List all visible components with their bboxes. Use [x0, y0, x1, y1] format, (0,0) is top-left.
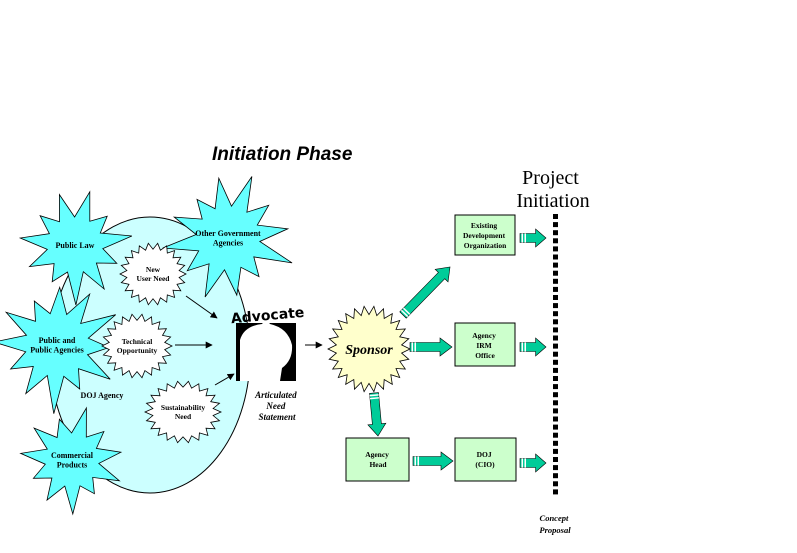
milestone-dot — [553, 295, 558, 300]
box-existing-development — [454, 214, 516, 256]
concept-proposal-caption: Concept Proposal — [539, 513, 571, 535]
milestone-dot — [553, 376, 558, 381]
milestone-dot — [553, 262, 558, 268]
doj-agency-label: DOJ Agency — [81, 391, 124, 400]
milestone-dot — [553, 457, 558, 462]
milestone-dot — [553, 489, 558, 495]
milestone-dot — [553, 465, 558, 471]
box-agency-head-label: Agency Head — [365, 450, 391, 469]
milestone-dot — [553, 319, 558, 325]
milestone-dot — [553, 254, 558, 260]
project-initiation-title: Project Initiation — [516, 167, 589, 212]
milestone-dot — [553, 432, 558, 438]
arrow-sustainability-to-advocate — [214, 373, 235, 386]
milestone-dot — [553, 384, 558, 390]
advocate-figure: Advocate — [230, 305, 305, 381]
milestone-dot — [553, 367, 558, 373]
milestone-dot — [553, 400, 558, 406]
sponsor-burst: Sponsor — [327, 305, 411, 393]
arrow-sponsor-to-agency-head — [367, 392, 387, 437]
arrow-sponsor-to-existing-development — [399, 266, 451, 319]
milestone-dot — [553, 481, 558, 487]
milestone-dot — [553, 416, 558, 422]
milestone-dot — [553, 238, 558, 244]
milestone-dot — [553, 424, 558, 430]
diagram-title: Initiation Phase — [212, 144, 353, 165]
milestone-dot — [553, 303, 558, 309]
arrow-doj-cio-to-milestone — [519, 453, 547, 473]
box-agency-irm-office — [454, 322, 516, 367]
articulated-need-caption: Articulated Need Statement — [254, 390, 299, 422]
milestone-dot — [553, 440, 558, 446]
box-agency-irm-office-label: Agency IRM Office — [472, 331, 498, 360]
box-doj-cio — [454, 437, 517, 482]
box-existing-development-label: Existing Development Organization — [463, 221, 507, 250]
arrow-sponsor-to-irm-office — [409, 337, 453, 357]
milestone-dot — [553, 270, 558, 276]
arrow-existing-development-to-milestone — [519, 228, 547, 248]
milestone-dot — [553, 214, 558, 219]
box-agency-head — [345, 437, 410, 482]
milestone-dot — [553, 392, 558, 398]
milestone-dot — [553, 230, 558, 236]
milestone-dot — [553, 286, 558, 292]
milestone-dot — [553, 408, 558, 414]
box-doj-cio-label: DOJ (CIO) — [475, 450, 495, 469]
milestone-dot — [553, 351, 558, 357]
milestone-dot — [553, 448, 558, 454]
project-initiation-milestone-line — [553, 214, 558, 495]
milestone-dot — [553, 335, 558, 341]
milestone-dot — [553, 246, 558, 252]
milestone-dot — [553, 359, 558, 365]
milestone-dot — [553, 278, 558, 284]
milestone-dot — [553, 343, 558, 349]
sponsor-label: Sponsor — [345, 343, 393, 358]
advocate-label: Advocate — [230, 305, 305, 327]
burst-public-law: Public Law — [18, 190, 133, 306]
burst-public-law-label: Public Law — [56, 241, 95, 250]
milestone-dot — [553, 222, 558, 228]
arrow-new-need-to-advocate — [185, 295, 218, 319]
arrow-irm-office-to-milestone — [519, 337, 547, 357]
milestone-dot — [553, 473, 558, 479]
milestone-dot — [553, 327, 558, 333]
arrow-agency-head-to-doj-cio — [412, 451, 454, 471]
milestone-dot — [553, 311, 558, 317]
